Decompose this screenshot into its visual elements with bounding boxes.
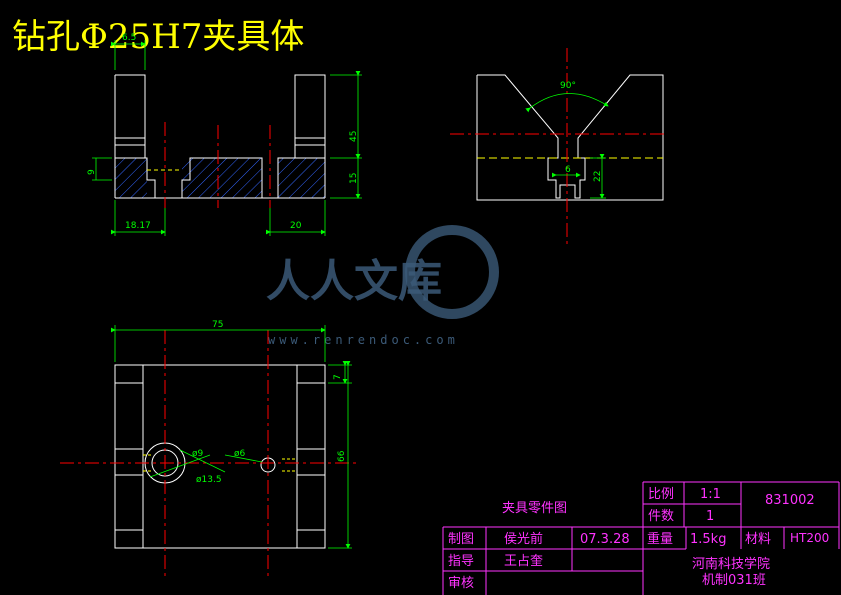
side-view-dimensions [525,93,609,199]
tb-school: 河南科技学院 [692,556,770,572]
tb-scale-value: 1:1 [700,487,721,502]
dim-hole-large: ø9 [192,449,204,459]
title-block [442,481,840,595]
top-view-dimensions [111,325,352,549]
watermark-text: 人人文库 [266,256,442,307]
dim-right-offset: 20 [290,221,302,231]
tb-guide-label: 指导 [448,554,474,569]
tb-drawing-no: 831002 [765,493,815,508]
tb-weight-label: 重量 [647,531,673,547]
tb-drawn-label: 制图 [448,532,474,547]
tb-material-value: HT200 [790,531,829,545]
top-view-centerlines [60,330,360,580]
watermark: 人人文库 www.renrendoc.com [266,225,499,347]
top-outline [114,364,326,549]
tb-review-label: 审核 [448,576,474,591]
tb-class: 机制031班 [702,573,766,588]
section-hatch-left [115,158,147,198]
dim-top-height: 66 [337,450,347,462]
tb-drawn-by: 侯光前 [504,531,543,547]
front-view [114,74,326,199]
right-upright [294,74,326,198]
dim-groove: 9 [87,169,97,175]
watermark-url: www.renrendoc.com [268,333,459,347]
dim-hole-ring: ø13.5 [196,475,222,485]
tb-qty-label: 件数 [648,509,674,524]
tb-qty-value: 1 [706,509,714,524]
tb-material-label: 材料 [745,532,771,547]
tb-date: 07.3.28 [580,532,630,547]
section-hatch-middle [182,158,262,198]
tb-guide-by: 王占奎 [504,554,543,569]
dim-height: 45 [349,131,359,142]
dim-slot-height: 22 [593,171,603,182]
front-view-centerlines [164,122,271,208]
dim-base-height: 15 [349,173,359,184]
dim-hole-small: ø6 [234,449,246,459]
side-view-lines [450,48,665,245]
dim-width-top: 6.5 [122,33,136,43]
dim-slot-width: 6 [565,165,571,175]
top-view [114,364,326,549]
front-view-dimensions [92,40,362,236]
dim-top-offset: 7 [333,374,343,380]
tb-scale-label: 比例 [648,487,674,502]
tb-weight-value: 1.5kg [690,532,726,547]
dim-top-width: 75 [212,320,223,330]
tb-part-name: 夹具零件图 [502,501,567,516]
section-hatch-right [278,158,325,198]
dim-left-offset: 18.17 [125,221,151,231]
drawing-title: 钻孔Φ25H7夹具体 [12,17,304,57]
dim-v-angle: 90° [560,81,576,91]
left-upright [115,74,146,158]
